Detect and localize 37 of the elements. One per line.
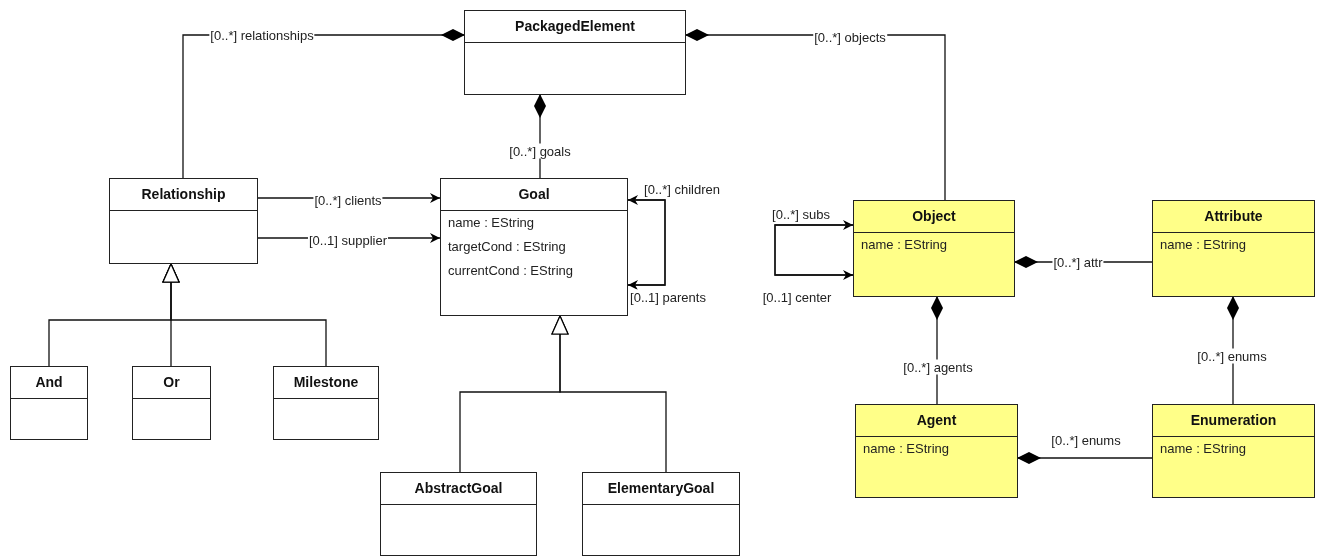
attribute-text: name : EString [1160,237,1247,253]
class-box [855,404,1018,498]
class-box [582,472,740,556]
class-name: And [35,373,63,392]
composition-connector [1017,452,1153,464]
attribute-text: name : EString [1160,441,1247,457]
class-name: Relationship [141,185,226,204]
class-box [109,178,258,264]
class-box [1152,200,1315,297]
class-name: Object [912,207,956,226]
class-name: PackagedElement [515,17,635,36]
edge-label: [0..*] goals [508,143,572,159]
class-name: Goal [518,185,550,204]
generalization-arrow [162,263,327,367]
class-name: Attribute [1204,207,1263,226]
class-name: AbstractGoal [414,479,503,498]
edge-label: [0..*] agents [902,359,974,375]
class-name: Agent [916,411,957,430]
class-name: Or [163,373,180,392]
class-box [853,200,1015,297]
class-name: Milestone [293,373,359,392]
class-box [464,10,686,95]
class-box [10,366,88,440]
class-box [273,366,379,440]
attribute-text: name : EString [448,215,535,231]
attribute-text: currentCond : EString [448,263,574,279]
attribute-text: name : EString [863,441,950,457]
attribute-text: targetCond : EString [448,239,567,255]
generalization-arrow [551,315,667,473]
class-box [440,178,628,316]
attribute-text: name : EString [861,237,948,253]
class-box [380,472,537,556]
class-box [132,366,211,440]
class-name: Enumeration [1190,411,1277,430]
class-box [1152,404,1315,498]
edge-label: [0..*] enums [1196,348,1268,364]
class-name: ElementaryGoal [607,479,715,498]
